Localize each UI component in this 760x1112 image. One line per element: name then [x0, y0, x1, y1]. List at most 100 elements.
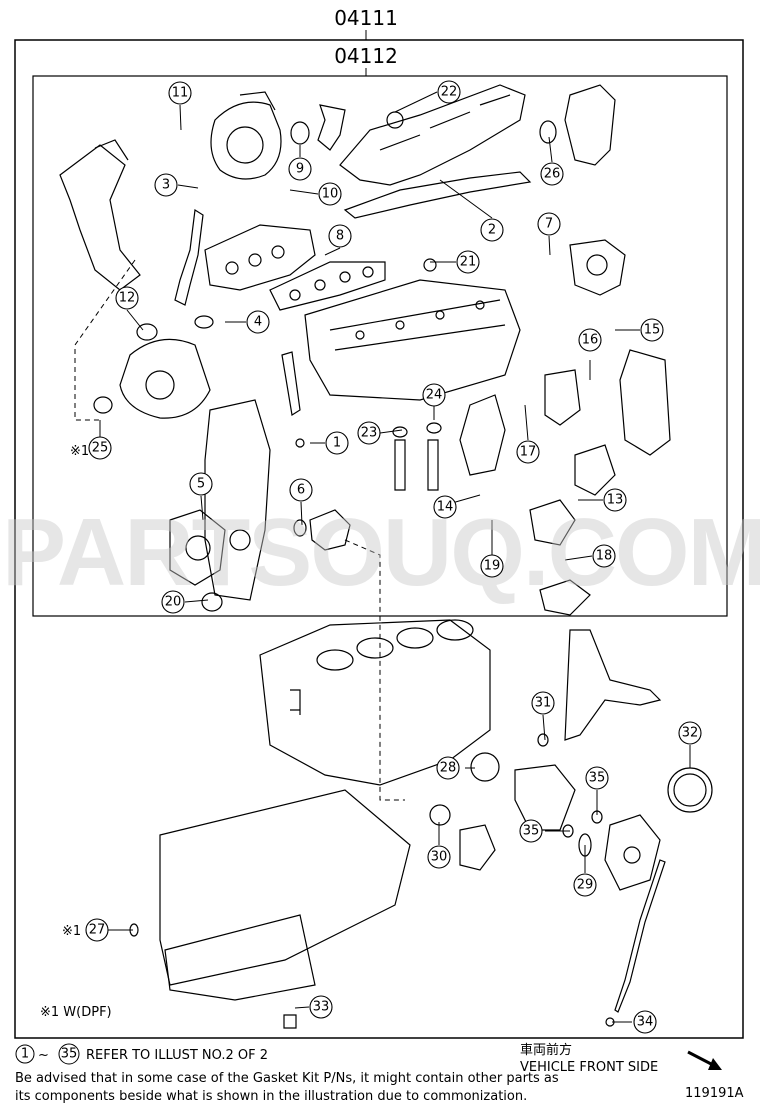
callout-number[interactable]: 7 — [545, 217, 553, 232]
callout-32[interactable]: 32 — [678, 721, 702, 745]
callout-10[interactable]: 10 — [318, 182, 342, 206]
callout-circle[interactable] — [516, 440, 540, 464]
callout-8[interactable]: 8 — [328, 224, 352, 248]
callout-number[interactable]: 22 — [441, 85, 458, 100]
callout-number[interactable]: 17 — [520, 445, 537, 460]
callout-17[interactable]: 17 — [516, 440, 540, 464]
callout-25[interactable]: 25 — [88, 436, 112, 460]
callout-19[interactable]: 19 — [480, 554, 504, 578]
callout-circle[interactable] — [540, 162, 564, 186]
callout-circle[interactable] — [328, 224, 352, 248]
callout-number[interactable]: 27 — [89, 923, 106, 938]
callout-13[interactable]: 13 — [603, 488, 627, 512]
assembly-code-outer[interactable]: 04111 — [334, 6, 398, 30]
callout-11[interactable]: 11 — [168, 81, 192, 105]
callout-14[interactable]: 14 — [433, 495, 457, 519]
callout-number[interactable]: 14 — [437, 500, 454, 515]
callout-circle[interactable] — [603, 488, 627, 512]
callout-number[interactable]: 9 — [296, 162, 304, 177]
callout-number[interactable]: 35 — [589, 771, 606, 786]
callout-number[interactable]: 33 — [313, 1000, 330, 1015]
callout-number[interactable]: 10 — [322, 187, 339, 202]
callout-circle[interactable] — [480, 554, 504, 578]
callout-number[interactable]: 11 — [172, 86, 189, 101]
callout-number[interactable]: 25 — [92, 441, 109, 456]
callout-number[interactable]: 26 — [544, 167, 561, 182]
callout-circle[interactable] — [480, 218, 504, 242]
callout-circle[interactable] — [531, 691, 555, 715]
callout-1[interactable]: 1 — [325, 431, 349, 455]
callout-number[interactable]: 8 — [336, 229, 344, 244]
callout-6[interactable]: 6 — [289, 478, 313, 502]
callout-31[interactable]: 31 — [531, 691, 555, 715]
callout-number[interactable]: 18 — [596, 549, 613, 564]
callout-28[interactable]: 28 — [436, 756, 460, 780]
callout-29[interactable]: 29 — [573, 873, 597, 897]
callout-number[interactable]: 13 — [607, 493, 624, 508]
callout-number[interactable]: 20 — [165, 595, 182, 610]
callout-circle[interactable] — [592, 544, 616, 568]
assembly-code-inner[interactable]: 04112 — [334, 44, 398, 68]
callout-16[interactable]: 16 — [578, 328, 602, 352]
callout-number[interactable]: 4 — [254, 315, 262, 330]
callout-circle[interactable] — [585, 766, 609, 790]
callout-circle[interactable] — [573, 873, 597, 897]
callout-27[interactable]: 27 — [85, 918, 109, 942]
callout-2[interactable]: 2 — [480, 218, 504, 242]
callout-30[interactable]: 30 — [427, 845, 451, 869]
callout-number[interactable]: 21 — [460, 255, 477, 270]
callout-24[interactable]: 24 — [422, 383, 446, 407]
callout-circle[interactable] — [437, 80, 461, 104]
callout-33[interactable]: 33 — [309, 995, 333, 1019]
callout-circle[interactable] — [309, 995, 333, 1019]
callout-number[interactable]: 3 — [162, 178, 170, 193]
callout-circle[interactable] — [85, 918, 109, 942]
callout-22[interactable]: 22 — [437, 80, 461, 104]
callout-circle[interactable] — [427, 845, 451, 869]
callout-26[interactable]: 26 — [540, 162, 564, 186]
callout-circle[interactable] — [422, 383, 446, 407]
callout-circle[interactable] — [168, 81, 192, 105]
callout-circle[interactable] — [325, 431, 349, 455]
callout-circle[interactable] — [246, 310, 270, 334]
callout-circle[interactable] — [189, 472, 213, 496]
callout-number[interactable]: 16 — [582, 333, 599, 348]
callout-number[interactable]: 1 — [333, 436, 341, 451]
callout-circle[interactable] — [433, 495, 457, 519]
callout-circle[interactable] — [678, 721, 702, 745]
callout-number[interactable]: 2 — [488, 223, 496, 238]
callout-circle[interactable] — [578, 328, 602, 352]
callout-18[interactable]: 18 — [592, 544, 616, 568]
callout-circle[interactable] — [436, 756, 460, 780]
callout-circle[interactable] — [154, 173, 178, 197]
callout-circle[interactable] — [640, 318, 664, 342]
callout-35[interactable]: 35 — [585, 766, 609, 790]
callout-number[interactable]: 5 — [197, 477, 205, 492]
callout-21[interactable]: 21 — [456, 250, 480, 274]
callout-number[interactable]: 23 — [361, 426, 378, 441]
callout-5[interactable]: 5 — [189, 472, 213, 496]
callout-number[interactable]: 6 — [297, 483, 305, 498]
callout-circle[interactable] — [633, 1010, 657, 1034]
callout-circle[interactable] — [289, 478, 313, 502]
callout-15[interactable]: 15 — [640, 318, 664, 342]
callout-7[interactable]: 7 — [537, 212, 561, 236]
callout-23[interactable]: 23 — [357, 421, 381, 445]
callout-circle[interactable] — [519, 819, 543, 843]
callout-number[interactable]: 30 — [431, 850, 448, 865]
callout-number[interactable]: 35 — [523, 824, 540, 839]
callout-35[interactable]: 35 — [519, 819, 543, 843]
callout-circle[interactable] — [88, 436, 112, 460]
callout-circle[interactable] — [161, 590, 185, 614]
callout-20[interactable]: 20 — [161, 590, 185, 614]
callout-9[interactable]: 9 — [288, 157, 312, 181]
callout-circle[interactable] — [115, 286, 139, 310]
callout-number[interactable]: 28 — [440, 761, 457, 776]
callout-number[interactable]: 29 — [577, 878, 594, 893]
callout-number[interactable]: 15 — [644, 323, 661, 338]
callout-number[interactable]: 32 — [682, 726, 699, 741]
callout-circle[interactable] — [318, 182, 342, 206]
callout-circle[interactable] — [357, 421, 381, 445]
callout-number[interactable]: 34 — [637, 1015, 654, 1030]
callout-number[interactable]: 19 — [484, 559, 501, 574]
